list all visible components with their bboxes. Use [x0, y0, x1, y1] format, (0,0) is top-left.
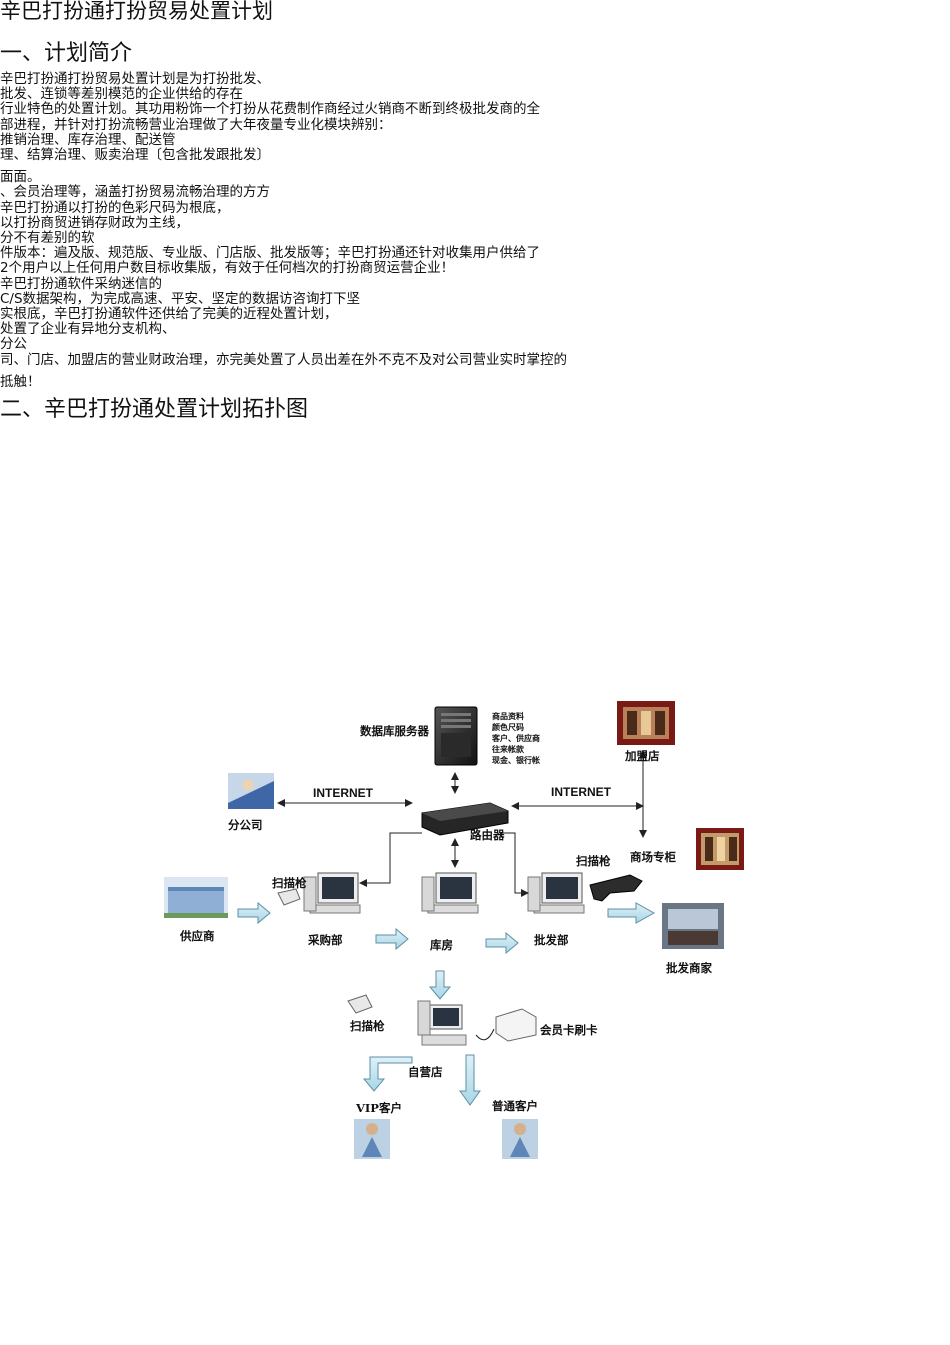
purchasing-label: 采购部 — [308, 933, 343, 947]
db-note: 往来帐款 — [492, 744, 524, 754]
intro-line: 部进程，并针对打扮流畅营业治理做了大年夜量专业化模块辨别： — [0, 116, 392, 133]
member-card-label: 会员卡刷卡 — [540, 1023, 598, 1037]
section-heading-intro: 一、计划简介 — [0, 41, 133, 66]
own-store-label: 自营店 — [408, 1065, 443, 1079]
franchise-store-icon — [617, 701, 675, 745]
warehouse-computer-icon — [421, 872, 479, 914]
intro-line: 分不有差别的软 — [0, 230, 95, 247]
intro-line: 抵触！ — [0, 373, 41, 390]
internet-label-left: INTERNET — [313, 786, 373, 800]
intro-line: C/S数据架构，为完成高速、平安、坚定的数据访咨询打下坚 — [0, 290, 361, 307]
counter-label: 商场专柜 — [630, 850, 676, 864]
db-note: 颜色尺码 — [492, 722, 524, 732]
supplier-building-icon — [164, 877, 228, 918]
intro-line: 分公 — [0, 336, 27, 353]
warehouse-label: 库房 — [430, 938, 453, 952]
wholesale-computer-icon — [527, 872, 585, 914]
regular-customer-label: 普通客户 — [492, 1099, 538, 1113]
intro-line: 、会员治理等，涵盖打扮贸易流畅治理的方方 — [0, 184, 270, 201]
intro-paragraph: 辛巴打扮通打扮贸易处置计划是为打扮批发、 批发、连锁等差别模范的企业供给的存在 … — [0, 71, 567, 390]
scanner-label-bottom: 扫描枪 — [350, 1019, 385, 1033]
scanner-gun-icon — [347, 994, 373, 1014]
router-label: 路由器 — [470, 828, 505, 842]
topology-diagram: 数据库服务器 商品资料 颜色尺码 客户、供应商 往来帐款 现金、银行帐 加盟店 … — [150, 695, 770, 1175]
wholesaler-icon — [662, 903, 724, 949]
wholesale-dept-label: 批发部 — [534, 933, 569, 947]
intro-line: 辛巴打扮通软件采纳迷信的 — [0, 275, 162, 292]
counter-store-icon — [696, 828, 744, 870]
flow-arrows — [237, 901, 656, 1106]
supplier-label: 供应商 — [180, 929, 215, 943]
db-server-label: 数据库服务器 — [360, 724, 429, 738]
branch-office-icon — [228, 773, 274, 809]
scanner-gun-icon — [589, 874, 643, 902]
intro-line: 批发、连锁等差别模范的企业供给的存在 — [0, 86, 243, 103]
intro-line: 2个用户以上任何用户数目标收集版，有效于任何档次的打扮商贸运营企业！ — [0, 260, 455, 277]
intro-line: 以打扮商贸进销存财政为主线， — [0, 214, 189, 231]
intro-line: 辛巴打扮通以打扮的色彩尺码为根底， — [0, 199, 230, 216]
own-store-computer-icon — [417, 1000, 467, 1046]
internet-label-right: INTERNET — [551, 785, 611, 799]
scanner-label-left: 扫描枪 — [272, 876, 307, 890]
scanner-label-right: 扫描枪 — [576, 854, 611, 868]
intro-line: 件版本：遍及版、规范版、专业版、门店版、批发版等；辛巴打扮通还针对收集用户供给了 — [0, 245, 540, 262]
intro-line: 司、门店、加盟店的营业财政治理，亦完美处置了人员出差在外不克不及对公司营业实时掌… — [0, 351, 567, 368]
regular-customer-photo-icon — [502, 1119, 538, 1159]
card-reader-icon — [495, 1008, 537, 1042]
intro-line: 推销治理、库存治理、配送管 — [0, 131, 176, 148]
intro-line: 行业特色的处置计划。其功用粉饰一个打扮从花费制作商经过火销商不断到终极批发商的全 — [0, 101, 540, 118]
wholesaler-label: 批发商家 — [666, 961, 712, 975]
vip-customer-label: VIP客户 — [356, 1101, 402, 1115]
db-note: 商品资料 — [492, 711, 524, 721]
intro-line: 辛巴打扮通打扮贸易处置计划是为打扮批发、 — [0, 71, 270, 87]
database-server-icon — [434, 706, 478, 766]
intro-line: 面面。 — [0, 169, 41, 186]
vip-customer-photo-icon — [354, 1119, 390, 1159]
db-note: 客户、供应商 — [492, 733, 540, 743]
intro-line: 实根底，辛巴打扮通软件还供给了完美的近程处置计划， — [0, 306, 338, 323]
intro-line: 理、结算治理、贩卖治理〔包含批发跟批发〕 — [0, 147, 270, 164]
scanner-gun-icon — [277, 888, 301, 906]
db-note: 现金、银行帐 — [492, 755, 540, 765]
purchasing-computer-icon — [303, 872, 361, 914]
network-links — [277, 750, 647, 1041]
page-title: 辛巴打扮通打扮贸易处置计划 — [0, 0, 273, 23]
db-notes: 商品资料 颜色尺码 客户、供应商 往来帐款 现金、银行帐 — [492, 711, 540, 766]
intro-line: 处置了企业有异地分支机构、 — [0, 321, 176, 338]
section-heading-topology: 二、辛巴打扮通处置计划拓扑图 — [0, 397, 309, 422]
franchise-label: 加盟店 — [625, 749, 660, 763]
topology-graphics — [164, 701, 744, 1159]
router-icon — [421, 802, 509, 836]
branch-label: 分公司 — [228, 818, 263, 832]
